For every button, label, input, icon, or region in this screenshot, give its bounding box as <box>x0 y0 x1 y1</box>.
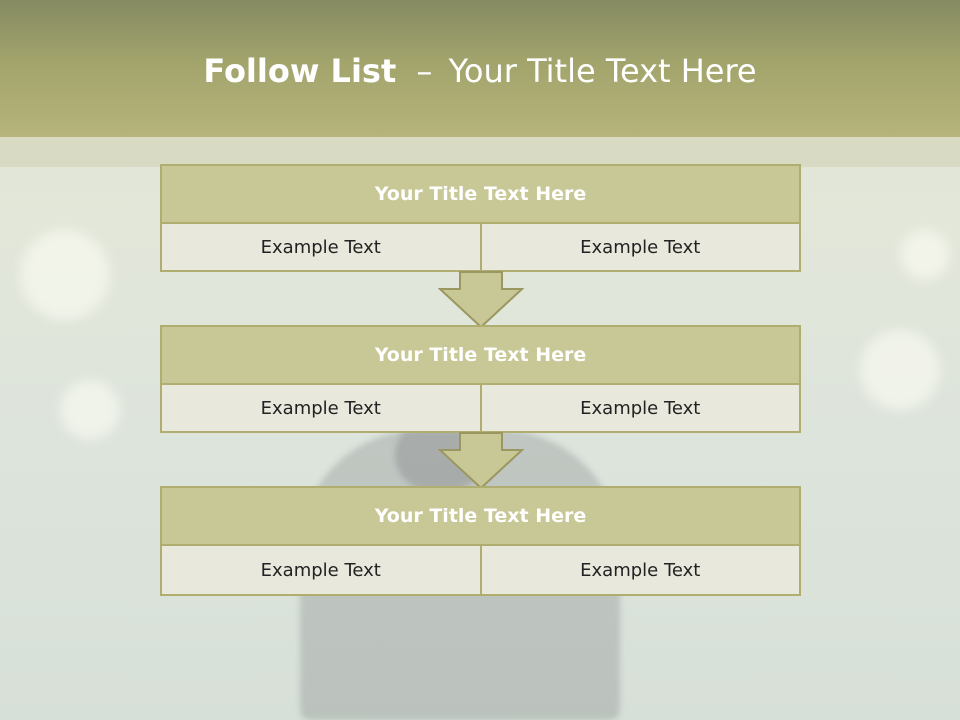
down-arrow-icon <box>438 271 524 329</box>
block-cell-right: Example Text <box>479 224 799 270</box>
block-header: Your Title Text Here <box>162 327 799 385</box>
list-block-1: Your Title Text Here Example Text Exampl… <box>160 164 801 272</box>
slide-title-rest: Your Title Text Here <box>448 52 757 90</box>
list-block-3: Your Title Text Here Example Text Exampl… <box>160 486 801 596</box>
block-cell-left: Example Text <box>162 224 480 270</box>
slide-title-dash: – <box>416 52 433 90</box>
down-arrow-icon <box>438 432 524 490</box>
block-header: Your Title Text Here <box>162 166 799 224</box>
list-block-2: Your Title Text Here Example Text Exampl… <box>160 325 801 433</box>
block-cell-right: Example Text <box>479 385 799 431</box>
block-row: Example Text Example Text <box>162 224 799 270</box>
block-cell-right: Example Text <box>479 546 799 594</box>
slide-title: Follow List – Your Title Text Here <box>0 52 960 90</box>
slide-title-bold: Follow List <box>203 52 397 90</box>
block-cell-left: Example Text <box>162 546 480 594</box>
title-bar-shadow <box>0 137 960 167</box>
block-row: Example Text Example Text <box>162 385 799 431</box>
block-cell-left: Example Text <box>162 385 480 431</box>
title-bar <box>0 0 960 137</box>
block-header: Your Title Text Here <box>162 488 799 546</box>
block-row: Example Text Example Text <box>162 546 799 594</box>
